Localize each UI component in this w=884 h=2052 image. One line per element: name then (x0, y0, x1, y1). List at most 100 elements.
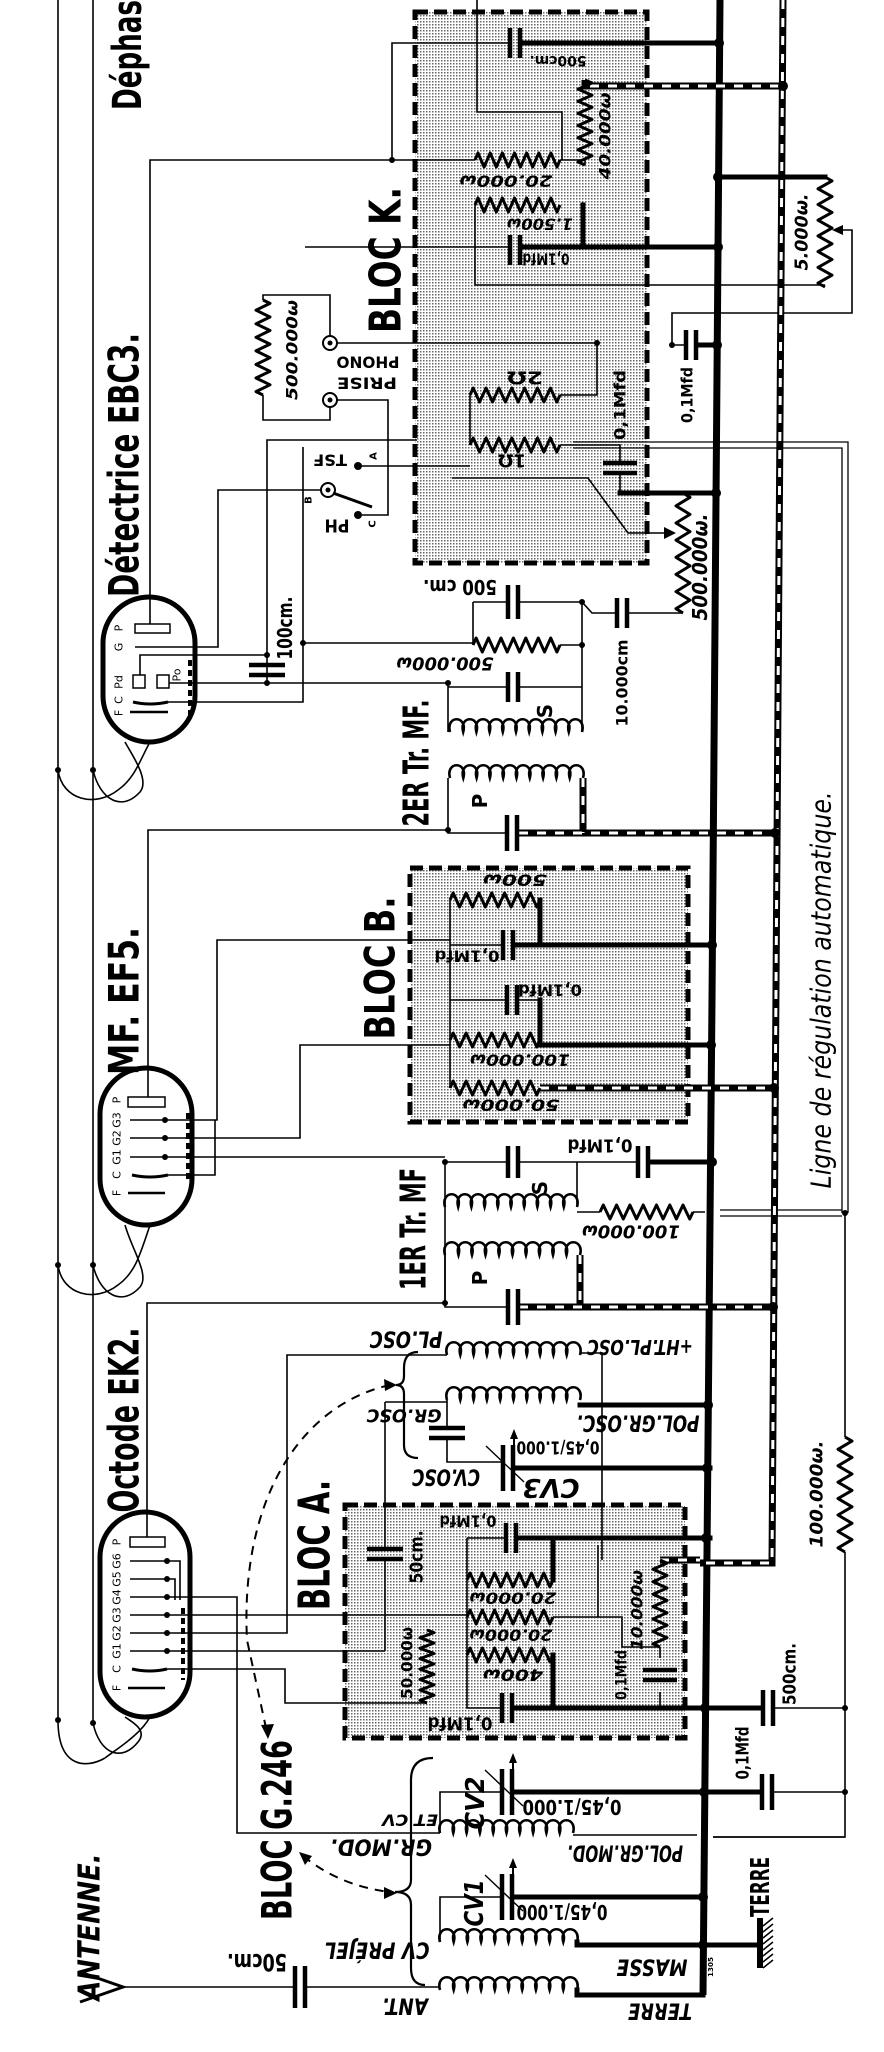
tube-plate (127, 1096, 166, 1108)
bloc-a-c-top-value: 0,1Mfd (440, 1512, 497, 1531)
switch-pivot-pin (325, 487, 331, 493)
capacitor-det-100cm (249, 662, 285, 678)
capacitor-det-10000cm (614, 598, 630, 628)
cv3-value: 0,45/1.000 (517, 1437, 600, 1458)
masse-label: MASSE (617, 1954, 688, 1979)
pin-label: G1 (111, 1149, 124, 1165)
junction-node (55, 1262, 61, 1268)
wire (266, 439, 417, 683)
switch-b-label: B (304, 496, 315, 504)
pin-label: Po (171, 668, 184, 681)
junction-node (90, 1262, 96, 1268)
phono-resistor-value: 500.000ω (283, 300, 302, 400)
right-r5000-value: 5.000ω. (792, 194, 813, 271)
wire-ef5-plate (147, 829, 448, 1100)
junction-node (445, 680, 451, 686)
bloc-a-c-right-value: 0,1Mfd (612, 1650, 631, 1700)
wire-ebc3-pd (139, 654, 267, 675)
junction-node (706, 1040, 716, 1050)
bloc-k-c500-value: 500cm. (530, 52, 587, 68)
arrowhead (384, 1379, 397, 1391)
bloc-g-label: BLOC G.246 (253, 1740, 302, 1920)
junction-node (442, 1300, 448, 1306)
ground-return (511, 897, 715, 948)
drawing-number: 1305 (707, 1957, 715, 1977)
wire-ebc3-plate (149, 159, 475, 628)
junction-node (55, 767, 61, 773)
junction-node (770, 828, 780, 838)
pin-label: F (113, 710, 126, 716)
octode-tube-label: Octode EK2. (100, 1328, 149, 1513)
pin-label: G2 (111, 1625, 124, 1641)
wire (773, 1707, 845, 1793)
bloc-a-c50-value: 50cm. (407, 1531, 428, 1584)
wire (446, 1400, 502, 1463)
coil-gr-mod (438, 1818, 575, 1838)
capacitor-if2-primary (504, 815, 520, 851)
prise-label: PRISE (337, 374, 397, 393)
phono-jack-pin (327, 397, 333, 403)
bloc-k-r20k-value: 20.000ω (459, 172, 552, 191)
capacitor-gr-osc (429, 1425, 465, 1441)
bloc-a-r5-value: 10.000ω (628, 1570, 647, 1650)
et-cv-label: ET CV (380, 1811, 438, 1830)
wire (384, 1401, 447, 1651)
heater-twist-ek2 (92, 1716, 151, 1759)
pin-label: G6 (111, 1553, 124, 1569)
if1-resistor-value: 100.000ω (582, 1221, 680, 1242)
wire-ek2-g4 (167, 1596, 440, 1834)
pin-node (164, 1612, 170, 1618)
pol-gr-osc-label: POL.GR.OSC. (577, 1410, 700, 1435)
pin-label: P (113, 624, 126, 631)
if1-secondary-label: S (528, 1181, 552, 1195)
wire-ef5-cathode (168, 1120, 216, 1176)
regulation-line (573, 441, 849, 1838)
gr-osc-label: GR.OSC (366, 1405, 442, 1426)
wire-ef5-g2 (168, 1044, 450, 1139)
junction-node (842, 1210, 848, 1216)
junction-node (714, 38, 724, 48)
tube-cathode (131, 1667, 168, 1673)
junction-node (594, 340, 600, 346)
junction-node (778, 81, 788, 91)
ph-label: PH (325, 515, 350, 536)
junction-node (842, 1705, 848, 1711)
junction-node (264, 652, 270, 658)
bloc-a-r2-value: 20.000ω (469, 1626, 552, 1645)
if2-primary-label: P (468, 794, 492, 809)
tube-envelope (100, 594, 198, 745)
capacitor-a-right (643, 1667, 677, 1683)
junction-node (713, 172, 723, 182)
if-transformer-2-label: 2ER Tr. MF. (397, 700, 438, 827)
brace-oscillator (395, 1350, 419, 1460)
wire (581, 601, 683, 614)
ground-return (518, 202, 721, 250)
pin-node (162, 1117, 168, 1123)
ht-bus (519, 0, 787, 1567)
detector-tube-label: Détectrice EBC3. (100, 333, 149, 597)
tube-diode-plate-pd (132, 674, 146, 689)
junction-node (699, 1787, 709, 1797)
cv1-label: CV1 (460, 1880, 490, 1927)
detector-c100-value: 100cm. (273, 597, 297, 660)
coil-antenna (438, 1975, 579, 1995)
junction-node (842, 1789, 848, 1795)
wire (262, 395, 331, 421)
capacitor-k-500cm (507, 28, 523, 58)
resistor-100k-b (448, 1031, 542, 1049)
pin-label: G (113, 643, 126, 652)
arrowhead (510, 1429, 518, 1439)
capacitor-a-50cm (367, 1546, 403, 1562)
resistor-500k-det (471, 636, 562, 654)
regulation-wire (573, 447, 843, 1213)
antenna-capacitor-value: 50cm. (227, 1948, 287, 1976)
junction-node (389, 157, 395, 163)
tube-grids (130, 1560, 167, 1652)
pin-label: F (111, 1685, 124, 1691)
bloc-k-c01b-value: 0,1Mfd (611, 370, 630, 440)
capacitor-if1-tuning (505, 1146, 521, 1178)
tube-ebc3 (100, 594, 198, 745)
variable-capacitor-cv1 (484, 1858, 524, 1920)
bloc-k-c01-value: 0,1Mfd (523, 250, 570, 269)
tube-ef5 (97, 1065, 195, 1228)
